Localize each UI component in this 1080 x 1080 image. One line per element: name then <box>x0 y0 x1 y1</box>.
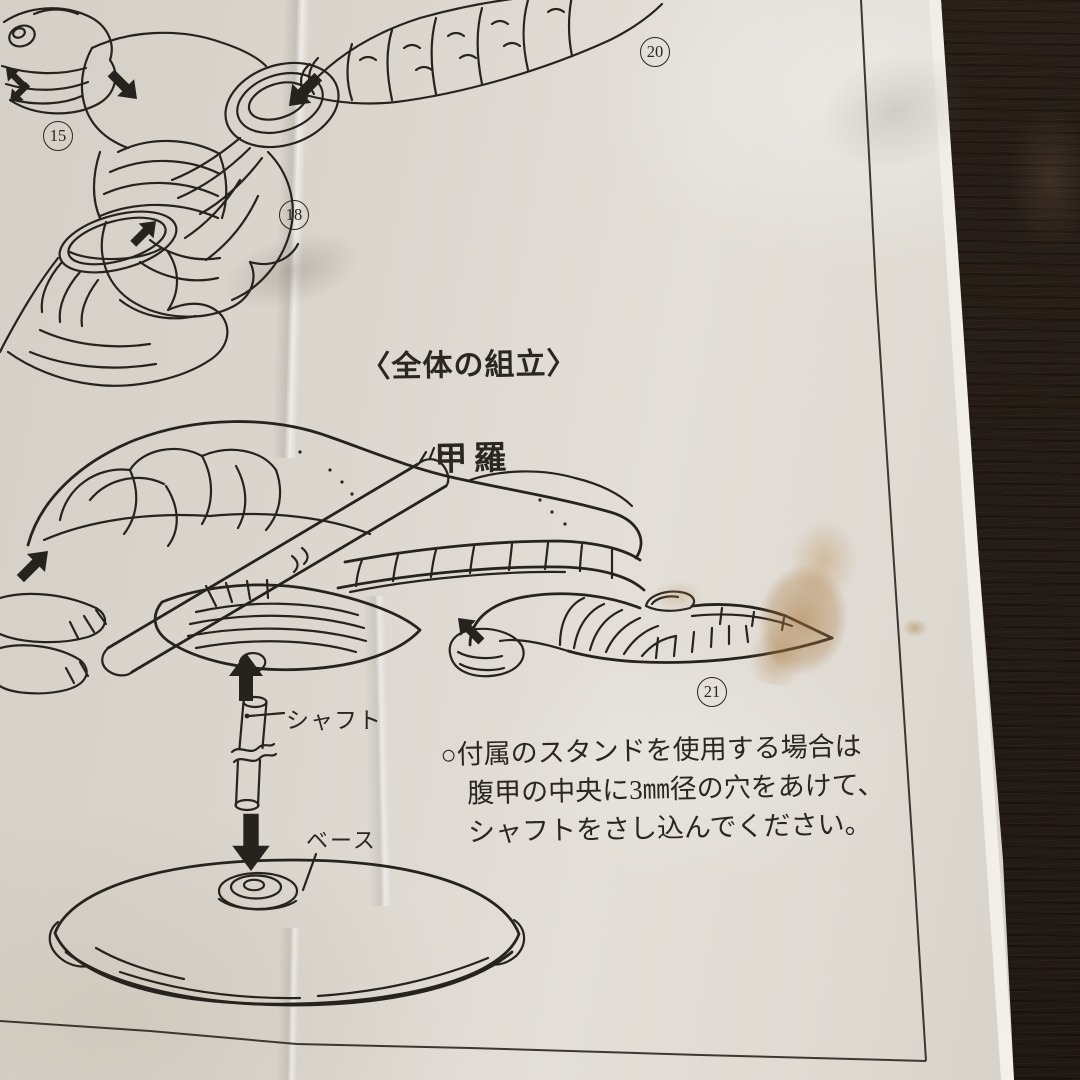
part-number-badge-21: 21 <box>697 677 727 707</box>
stand-usage-note: ○付属のスタンドを使用する場合は 腹甲の中央に3㎜径の穴をあけて、 シャフトをさ… <box>440 727 886 853</box>
leg-piece-drawing <box>0 210 229 387</box>
leg-attach-arrow-icon <box>130 221 156 247</box>
assembly-arrows <box>6 68 485 871</box>
printed-border-bottom-line <box>0 1020 927 1062</box>
rear-shell-attach-arrow-icon <box>458 618 485 645</box>
shaft-leader-dot <box>244 713 250 719</box>
part-number-badge-15: 15 <box>43 121 73 151</box>
tail-piece-drawing <box>300 0 664 105</box>
body-assembly-drawing <box>0 420 646 695</box>
printed-border <box>0 0 927 1062</box>
base-down-arrow-icon <box>232 813 270 871</box>
arm-attach-arrow-icon <box>107 69 137 99</box>
shaft-leader-line <box>247 711 286 718</box>
shaft-drawing <box>230 695 286 812</box>
printed-border-right-line <box>860 0 927 1062</box>
rear-shell-piece-drawing <box>448 590 834 678</box>
head-piece-drawing <box>0 7 117 115</box>
base-drawing <box>48 852 526 1007</box>
base-label: ベース <box>306 828 377 853</box>
assembly-heading: 〈全体の組立〉 <box>360 347 578 384</box>
shoulder-attach-arrow-icon <box>10 81 31 102</box>
shaft-label: シャフト <box>286 708 382 733</box>
base-leader-line <box>301 852 318 892</box>
body-attach-arrow-icon <box>16 551 48 583</box>
wood-sheen <box>1005 100 1080 260</box>
part-number-badge-20: 20 <box>640 37 670 67</box>
shoulder-attach-arrow-icon <box>6 68 27 89</box>
shaft-up-arrow-icon <box>229 653 263 701</box>
arm-piece-drawing <box>80 31 340 318</box>
tail-attach-arrow-icon <box>289 72 323 106</box>
shell-label: 甲羅 <box>434 440 513 478</box>
part-number-badge-18: 18 <box>279 200 309 230</box>
